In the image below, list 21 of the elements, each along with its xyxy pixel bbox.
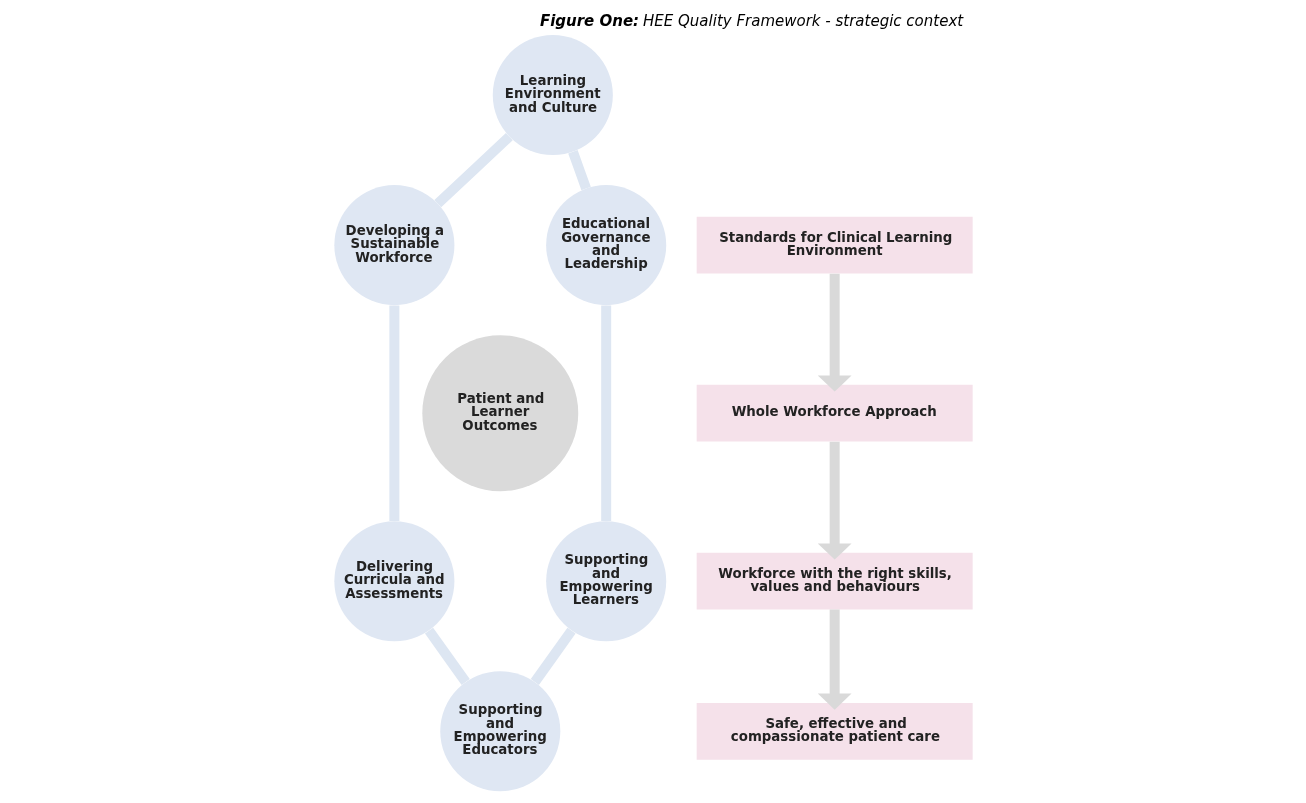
connector	[433, 133, 513, 208]
node-circle: Learning Environment and Culture	[492, 35, 613, 156]
node-box: Workforce with the right skills, values and behaviours	[696, 552, 973, 610]
connector	[388, 305, 399, 521]
node-box: Whole Workforce Approach	[696, 384, 973, 442]
node-circle: Developing a Sustainable Workforce	[333, 185, 454, 306]
node-circle: Supporting and Empowering Educators	[439, 671, 560, 792]
node-circle: Patient and Learner Outcomes	[421, 335, 578, 492]
node-circle: Educational Governance and Leadership	[545, 185, 666, 306]
diagram-title: Figure One: HEE Quality Framework - strategic context	[539, 12, 963, 31]
arrow	[817, 441, 852, 560]
arrow	[817, 273, 852, 392]
node-box: Safe, effective and compassionate patient care	[696, 702, 973, 760]
connector	[600, 305, 611, 521]
arrow	[817, 609, 852, 710]
connector	[530, 627, 576, 685]
node-circle: Delivering Curricula and Assessments	[333, 521, 454, 642]
connector	[424, 627, 470, 685]
node-circle: Supporting and Empowering Learners	[545, 521, 666, 642]
connector	[567, 150, 591, 191]
node-box: Standards for Clinical Learning Environment	[696, 216, 973, 274]
